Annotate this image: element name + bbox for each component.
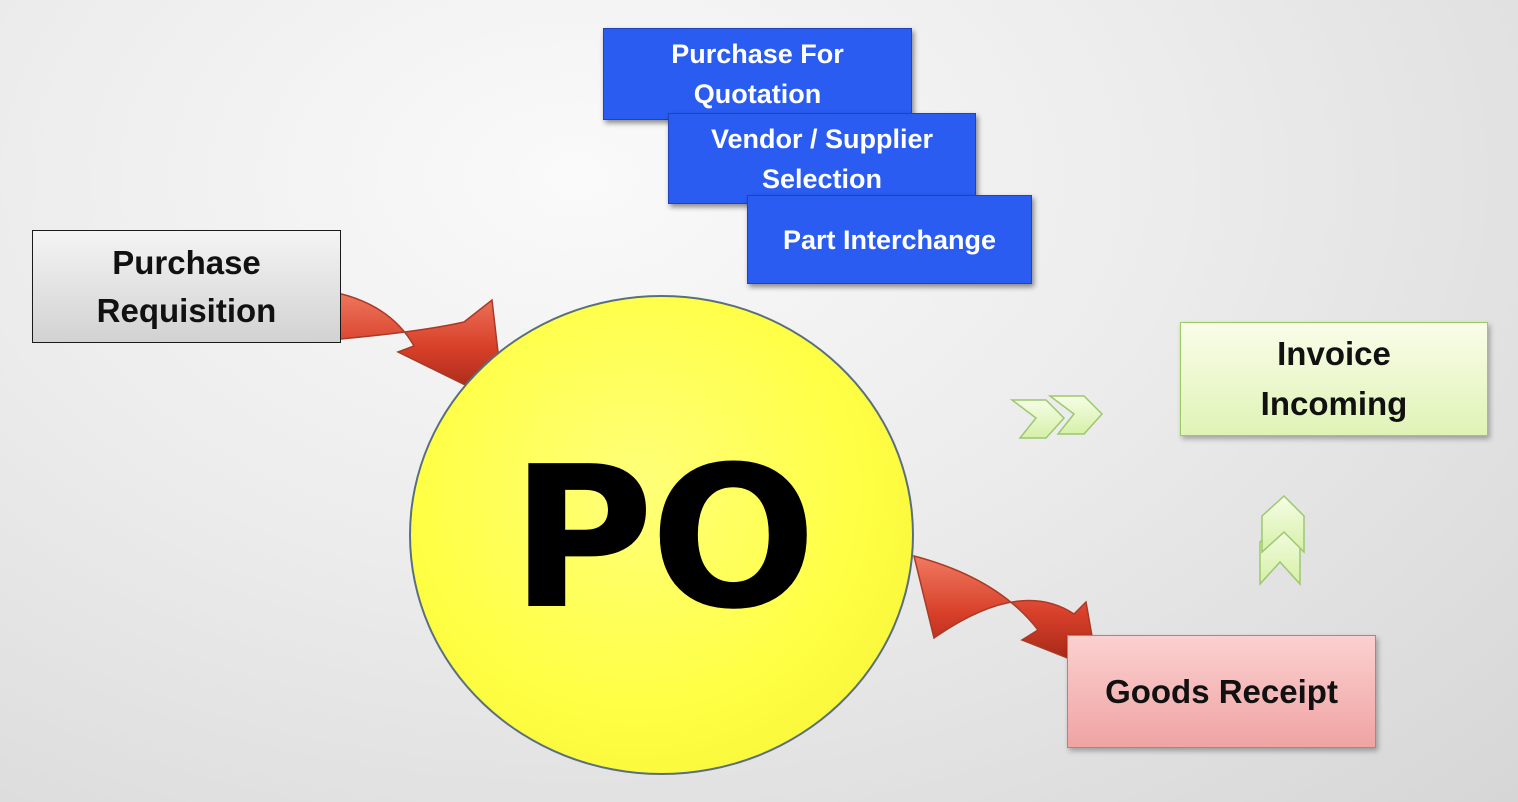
vendor-selection-label: Vendor / Supplier Selection (710, 123, 934, 194)
invoice-incoming-box: Invoice Incoming (1180, 322, 1488, 436)
invoice-incoming-label: Invoice Incoming (1260, 335, 1408, 422)
purchase-for-quotation-box: Purchase For Quotation (603, 28, 912, 120)
po-circle: PO (409, 295, 914, 775)
goods-receipt-box: Goods Receipt (1067, 635, 1376, 748)
curved-arrow-icon (321, 289, 505, 406)
purchase-for-quotation-label: Purchase For Quotation (671, 39, 844, 109)
po-label: PO (510, 425, 816, 653)
goods-receipt-label: Goods Receipt (1105, 672, 1338, 710)
part-interchange-box: Part Interchange (747, 195, 1032, 284)
purchase-requisition-box: Purchase Requisition (32, 230, 341, 343)
purchase-requisition-label: Purchase Requisition (96, 243, 277, 329)
part-interchange-label: Part Interchange (782, 224, 997, 255)
double-chevron-icon (1259, 494, 1305, 586)
double-chevron-icon (1009, 395, 1104, 439)
vendor-selection-box: Vendor / Supplier Selection (668, 113, 976, 204)
